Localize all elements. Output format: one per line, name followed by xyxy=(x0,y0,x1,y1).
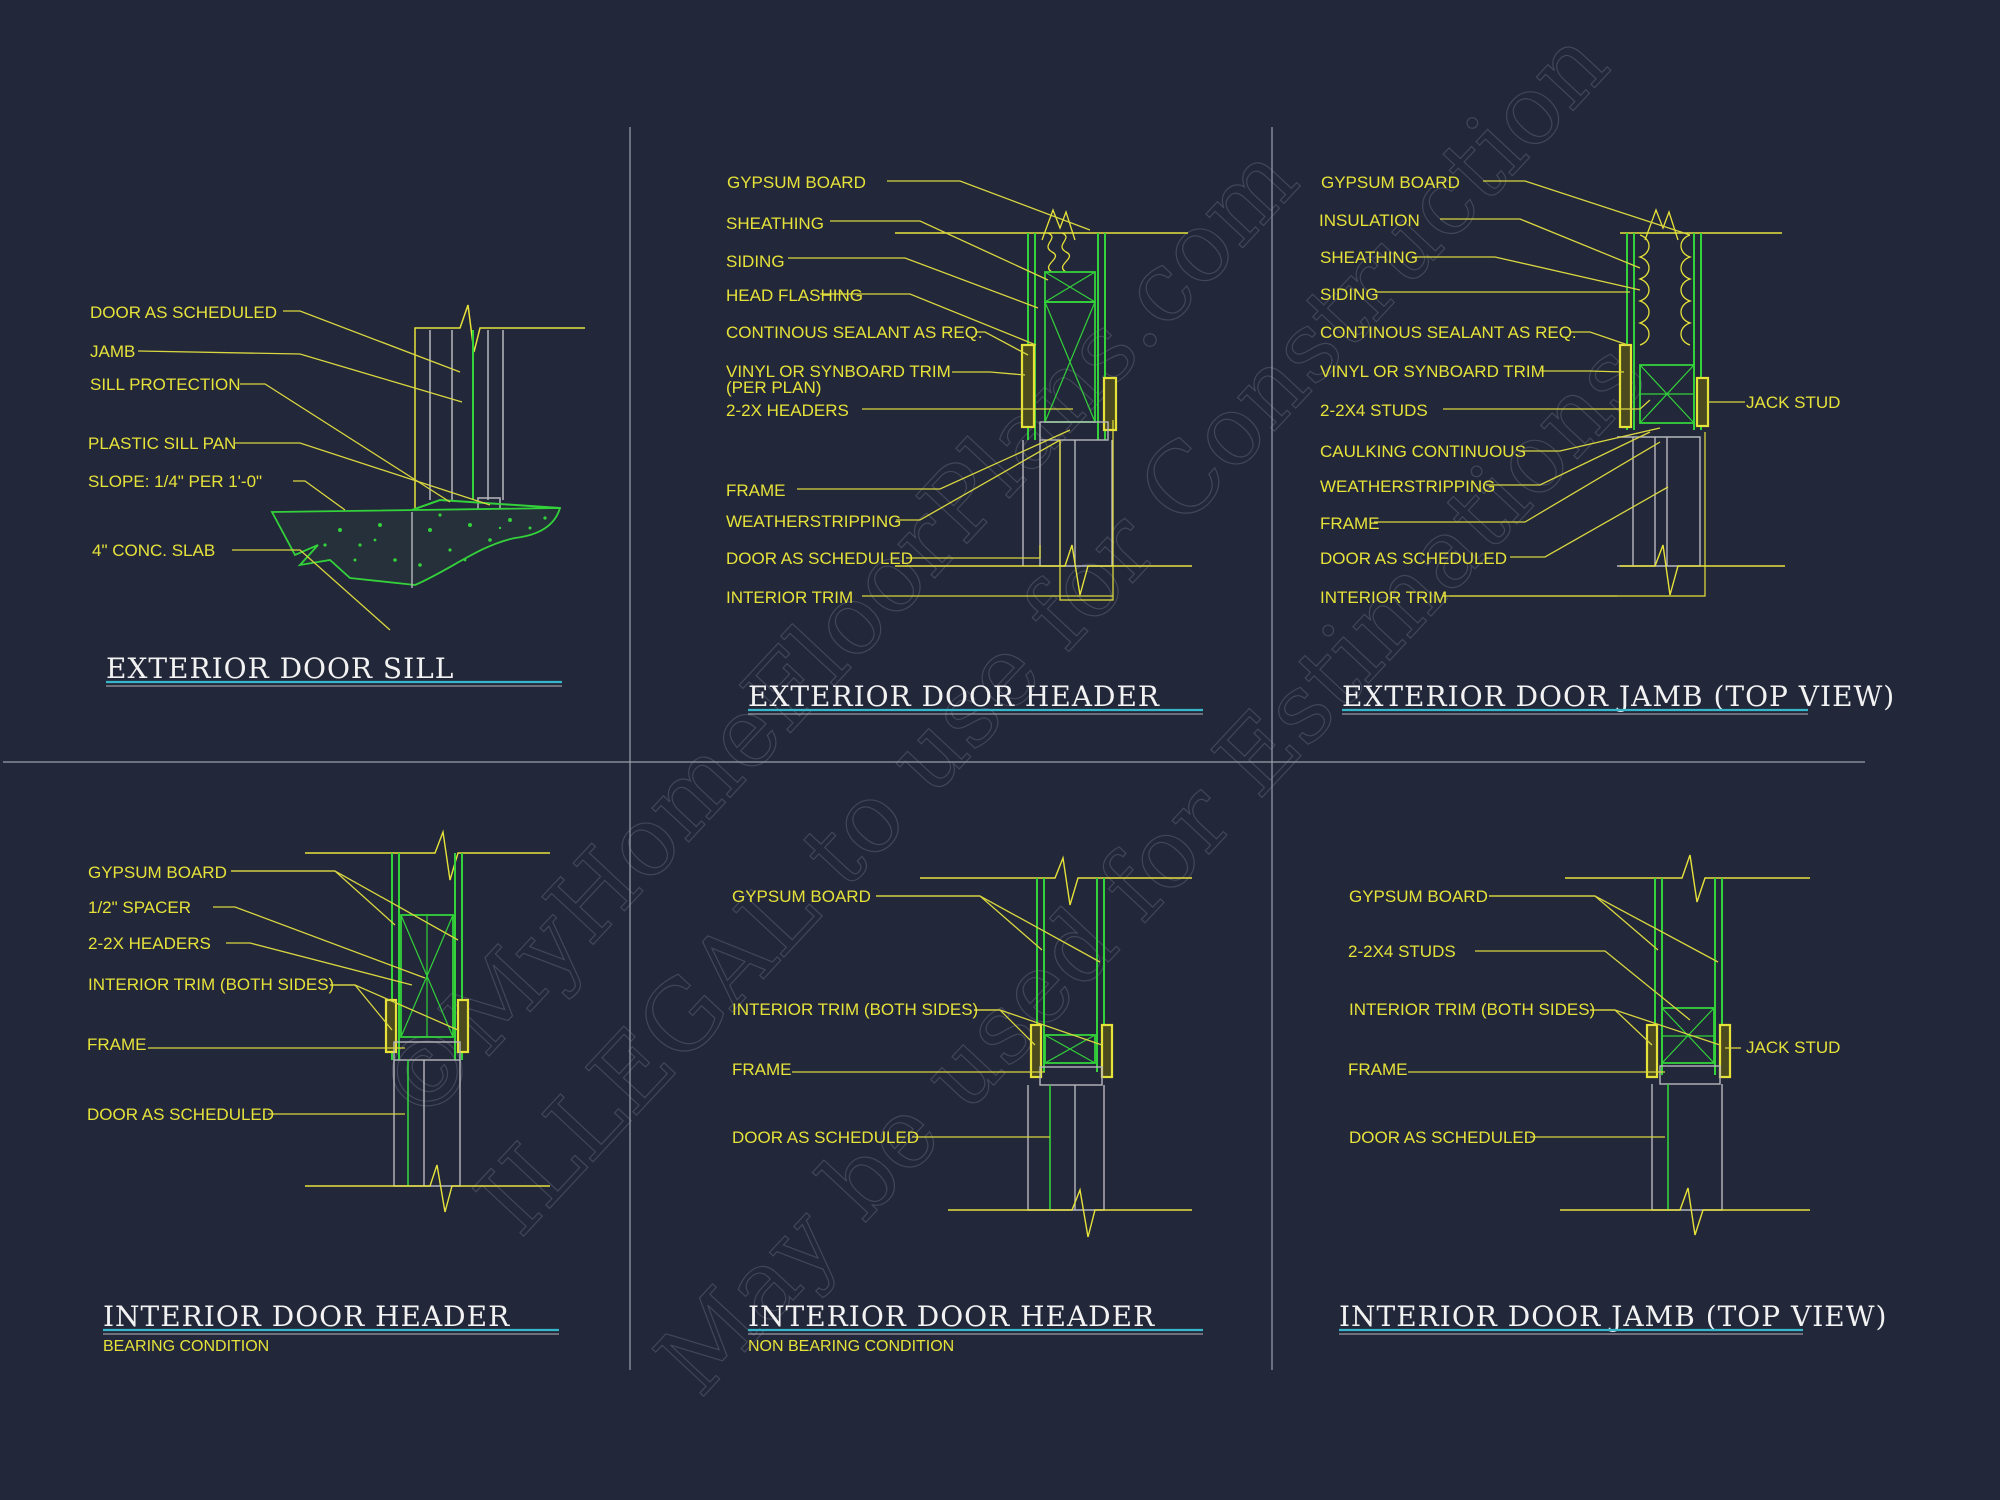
label-insulation: INSULATION xyxy=(1319,211,1420,230)
detail-exterior-door-header: GYPSUM BOARD SHEATHING SIDING HEAD FLASH… xyxy=(726,173,1203,715)
detail-title: INTERIOR DOOR JAMB (TOP VIEW) xyxy=(1339,1300,1887,1333)
int-jamb-drawing xyxy=(1560,854,1810,1236)
int-jamb-leaders xyxy=(1408,895,1741,1138)
label-interior-trim: INTERIOR TRIM (BOTH SIDES) xyxy=(732,1000,978,1019)
label-vinyl-trim: VINYL OR SYNBOARD TRIM xyxy=(1320,362,1545,381)
label-2-2x4-studs: 2-2X4 STUDS xyxy=(1348,942,1456,961)
label-frame: FRAME xyxy=(1348,1060,1408,1079)
label-frame: FRAME xyxy=(1320,514,1380,533)
label-sheathing: SHEATHING xyxy=(1320,248,1418,267)
label-continous-sealant: CONTINOUS SEALANT AS REQ. xyxy=(726,323,983,342)
slab-aggregate xyxy=(323,513,547,567)
ext-jamb-leaders xyxy=(1374,180,1745,597)
detail-title: EXTERIOR DOOR SILL xyxy=(106,652,454,685)
label-interior-trim: INTERIOR TRIM (BOTH SIDES) xyxy=(1349,1000,1595,1019)
detail-title: INTERIOR DOOR HEADER xyxy=(748,1300,1155,1333)
detail-subtitle: BEARING CONDITION xyxy=(103,1338,269,1355)
label-head-flashing: HEAD FLASHING xyxy=(726,286,863,305)
label-gypsum-board: GYPSUM BOARD xyxy=(1349,887,1488,906)
label-interior-trim: INTERIOR TRIM xyxy=(726,588,853,607)
label-door-as-scheduled: DOOR AS SCHEDULED xyxy=(90,303,277,322)
sill-labels: DOOR AS SCHEDULED JAMB SILL PROTECTION P… xyxy=(88,303,277,560)
label-spacer: 1/2" SPACER xyxy=(88,898,191,917)
label-door-as-scheduled: DOOR AS SCHEDULED xyxy=(1349,1128,1536,1147)
sill-wall-outline xyxy=(414,304,585,508)
detail-interior-door-header-nonbearing: GYPSUM BOARD INTERIOR TRIM (BOTH SIDES) … xyxy=(732,855,1203,1355)
sill-leaders xyxy=(137,310,491,631)
label-jack-stud: JACK STUD xyxy=(1746,393,1840,412)
ext-jamb-labels: GYPSUM BOARD INSULATION SHEATHING SIDING… xyxy=(1319,173,1840,607)
label-gypsum-board: GYPSUM BOARD xyxy=(732,887,871,906)
label-jamb: JAMB xyxy=(90,342,135,361)
label-per-plan: (PER PLAN) xyxy=(726,378,821,397)
label-frame: FRAME xyxy=(732,1060,792,1079)
label-interior-trim: INTERIOR TRIM xyxy=(1320,588,1447,607)
label-door-as-scheduled: DOOR AS SCHEDULED xyxy=(1320,549,1507,568)
label-weatherstripping: WEATHERSTRIPPING xyxy=(1320,477,1495,496)
label-conc-slab: 4" CONC. SLAB xyxy=(92,541,215,560)
detail-title: INTERIOR DOOR HEADER xyxy=(103,1300,510,1333)
int-header-bearing-leaders xyxy=(148,870,459,1115)
detail-exterior-door-jamb: GYPSUM BOARD INSULATION SHEATHING SIDING… xyxy=(1319,173,1895,715)
ext-header-labels: GYPSUM BOARD SHEATHING SIDING HEAD FLASH… xyxy=(726,173,983,607)
int-jamb-labels: GYPSUM BOARD 2-2X4 STUDS INTERIOR TRIM (… xyxy=(1348,887,1840,1147)
int-header-nonbearing-leaders xyxy=(792,895,1103,1138)
watermark-line-2: ILLEGAL to use for Construction xyxy=(455,8,1630,1256)
label-slope: SLOPE: 1/4" PER 1'-0" xyxy=(88,472,262,491)
label-jack-stud: JACK STUD xyxy=(1746,1038,1840,1057)
label-continous-sealant: CONTINOUS SEALANT AS REQ. xyxy=(1320,323,1577,342)
sill-drawing xyxy=(270,304,585,588)
label-2-2x-headers: 2-2X HEADERS xyxy=(88,934,211,953)
int-header-nonbearing-labels: GYPSUM BOARD INTERIOR TRIM (BOTH SIDES) … xyxy=(732,887,978,1147)
label-frame: FRAME xyxy=(87,1035,147,1054)
int-header-bearing-drawing xyxy=(305,829,550,1213)
label-door-as-scheduled: DOOR AS SCHEDULED xyxy=(87,1105,274,1124)
detail-exterior-door-sill: DOOR AS SCHEDULED JAMB SILL PROTECTION P… xyxy=(88,303,585,687)
label-frame: FRAME xyxy=(726,481,786,500)
label-2-2x-headers: 2-2X HEADERS xyxy=(726,401,849,420)
detail-title: EXTERIOR DOOR HEADER xyxy=(748,680,1160,713)
label-door-as-scheduled: DOOR AS SCHEDULED xyxy=(732,1128,919,1147)
label-door-as-scheduled: DOOR AS SCHEDULED xyxy=(726,549,913,568)
label-gypsum-board: GYPSUM BOARD xyxy=(727,173,866,192)
watermark-line-1: ©MyHomeFloorPlans.com xyxy=(355,123,1319,1145)
label-sill-protection: SILL PROTECTION xyxy=(90,375,241,394)
label-sheathing: SHEATHING xyxy=(726,214,824,233)
label-siding: SIDING xyxy=(726,252,785,271)
concrete-slab xyxy=(270,507,562,586)
detail-subtitle: NON BEARING CONDITION xyxy=(748,1338,954,1355)
detail-interior-door-header-bearing: GYPSUM BOARD 1/2" SPACER 2-2X HEADERS IN… xyxy=(87,829,559,1355)
label-plastic-sill-pan: PLASTIC SILL PAN xyxy=(88,434,236,453)
int-header-bearing-labels: GYPSUM BOARD 1/2" SPACER 2-2X HEADERS IN… xyxy=(87,863,334,1124)
label-siding: SIDING xyxy=(1320,285,1379,304)
ext-header-drawing xyxy=(895,208,1192,601)
label-caulking-continuous: CAULKING CONTINUOUS xyxy=(1320,442,1526,461)
label-2-2x4-studs: 2-2X4 STUDS xyxy=(1320,401,1428,420)
detail-interior-door-jamb: GYPSUM BOARD 2-2X4 STUDS INTERIOR TRIM (… xyxy=(1339,854,1887,1335)
detail-title: EXTERIOR DOOR JAMB (TOP VIEW) xyxy=(1342,680,1895,713)
label-gypsum-board: GYPSUM BOARD xyxy=(1321,173,1460,192)
label-weatherstripping: WEATHERSTRIPPING xyxy=(726,512,901,531)
ext-header-leaders xyxy=(788,180,1113,597)
label-vinyl-trim: VINYL OR SYNBOARD TRIM xyxy=(726,362,951,381)
label-interior-trim: INTERIOR TRIM (BOTH SIDES) xyxy=(88,975,334,994)
panel-dividers xyxy=(3,127,1865,1370)
label-gypsum-board: GYPSUM BOARD xyxy=(88,863,227,882)
sill-pan-line xyxy=(411,498,561,511)
